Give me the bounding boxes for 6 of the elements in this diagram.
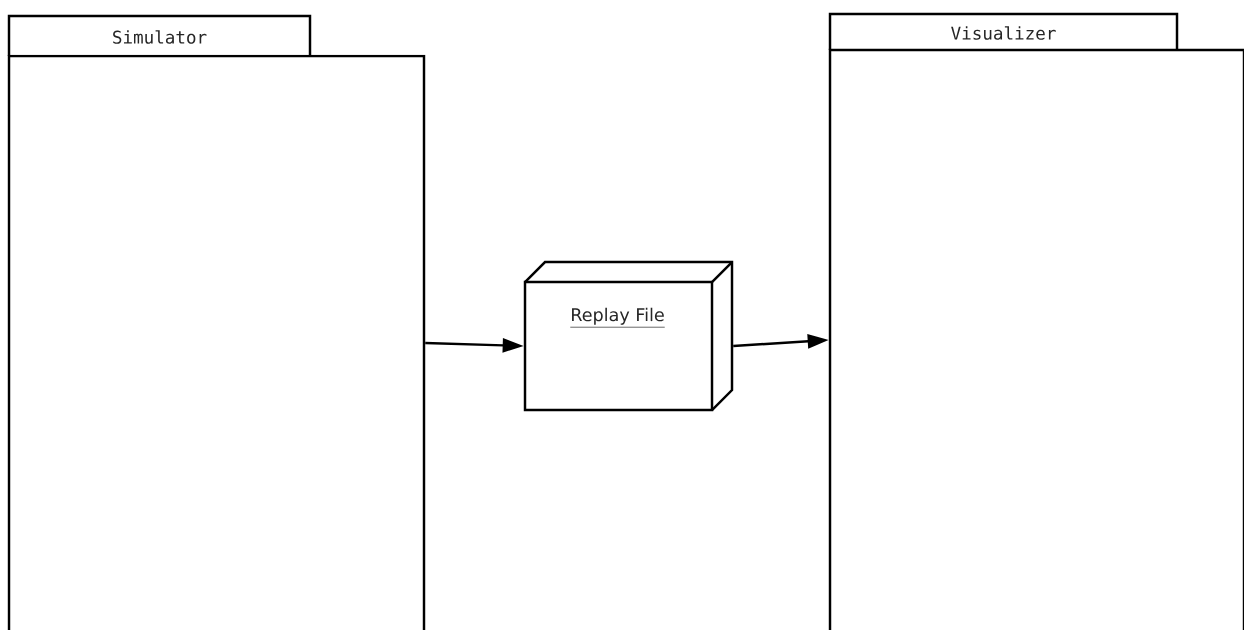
package-frame (828, 12, 1244, 630)
package-label: Simulator (113, 30, 207, 44)
package-frame (7, 14, 426, 630)
cube-box (523, 260, 734, 412)
box-label: Replay File (569, 307, 666, 328)
package-label: Visualizer (951, 26, 1056, 40)
